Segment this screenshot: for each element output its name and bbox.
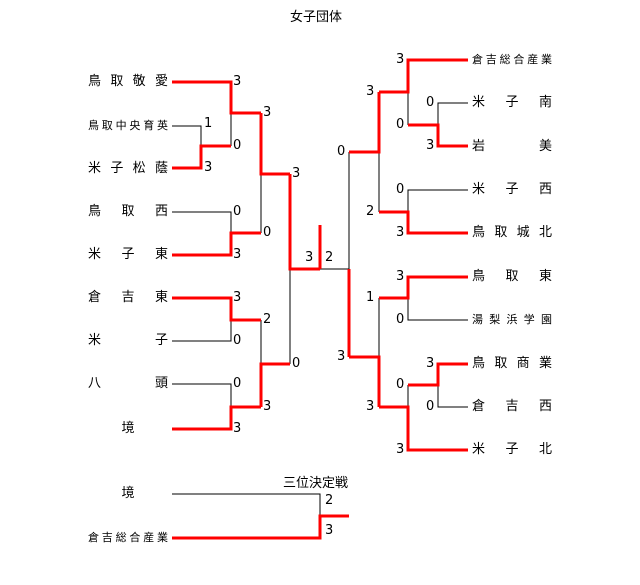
team-right: 岩美 — [472, 139, 552, 154]
score: 0 — [233, 376, 242, 391]
third-place-title: 三位決定戦 — [283, 476, 349, 491]
team-left: 米子 — [88, 333, 168, 348]
score: 0 — [337, 144, 346, 159]
score: 0 — [396, 377, 405, 392]
score: 3 — [263, 399, 272, 414]
score: 0 — [233, 204, 242, 219]
score: 3 — [396, 269, 405, 284]
score: 3 — [292, 166, 301, 181]
team-right: 鳥取城北 — [472, 225, 552, 240]
score: 2 — [366, 204, 375, 219]
third-place-team: 倉吉総合産業 — [88, 531, 168, 544]
score: 3 — [204, 160, 213, 175]
team-right: 湯梨浜学園 — [472, 313, 552, 326]
final-score-left: 3 — [305, 250, 314, 265]
score: 2 — [263, 312, 272, 327]
team-right: 倉吉西 — [472, 399, 552, 414]
score: 3 — [426, 356, 435, 371]
score: 3 — [233, 247, 242, 262]
score: 2 — [325, 493, 334, 508]
score: 3 — [233, 74, 242, 89]
team-left: 米子松蔭 — [88, 161, 168, 176]
team-left: 八頭 — [88, 376, 168, 391]
team-right: 倉吉総合産業 — [472, 53, 552, 66]
score: 3 — [263, 105, 272, 120]
score: 0 — [426, 399, 435, 414]
score: 3 — [325, 523, 334, 538]
team-left: 鳥取中央育英 — [88, 119, 168, 132]
team-left: 鳥取西 — [88, 204, 168, 219]
score: 0 — [292, 356, 301, 371]
team-right: 鳥取東 — [472, 269, 552, 284]
score: 3 — [396, 52, 405, 67]
team-right: 米子西 — [472, 182, 552, 197]
score: 3 — [426, 138, 435, 153]
team-left: 倉吉東 — [88, 290, 168, 305]
page-title: 女子団体 — [290, 10, 343, 25]
score: 3 — [366, 84, 375, 99]
final-score-right: 2 — [325, 250, 334, 265]
score: 3 — [337, 349, 346, 364]
score: 0 — [233, 138, 242, 153]
score: 3 — [233, 290, 242, 305]
score: 3 — [366, 399, 375, 414]
score: 3 — [396, 442, 405, 457]
team-left: 米子東 — [88, 247, 168, 262]
score: 1 — [204, 116, 213, 131]
team-left: 鳥取敬愛 — [88, 74, 168, 89]
score: 3 — [396, 225, 405, 240]
score: 0 — [263, 225, 272, 240]
score: 0 — [396, 312, 405, 327]
third-place-team: 境 — [121, 486, 135, 501]
score: 1 — [366, 290, 375, 305]
team-right: 鳥取商業 — [472, 356, 552, 371]
score: 0 — [233, 333, 242, 348]
score: 0 — [396, 117, 405, 132]
score: 3 — [233, 421, 242, 436]
score: 0 — [426, 95, 435, 110]
team-right: 米子南 — [472, 95, 552, 110]
team-left: 境 — [121, 421, 135, 436]
score: 0 — [396, 182, 405, 197]
team-right: 米子北 — [472, 442, 552, 457]
